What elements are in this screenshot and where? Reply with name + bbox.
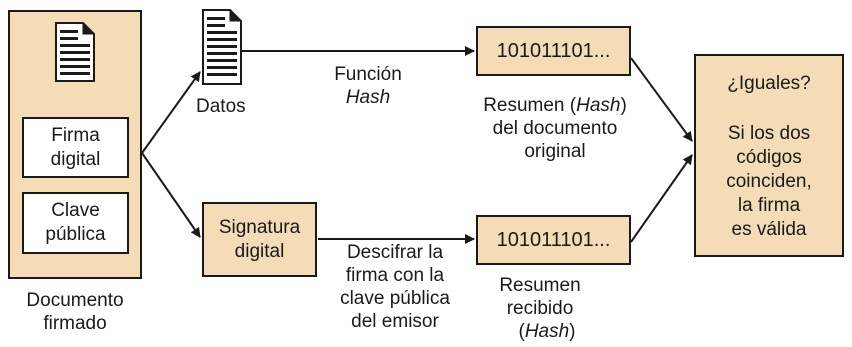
arrow-doc-to-data <box>141 71 201 154</box>
key-label-line1: Clave <box>51 200 100 221</box>
result-box: ¿Iguales? Si los dos códigos coinciden, … <box>694 54 844 257</box>
data-document-icon <box>202 9 242 85</box>
signature-label-line2: digital <box>50 148 101 170</box>
signed-document-caption: Documento firmado <box>26 290 124 334</box>
hash-function-label: Función Hash <box>334 64 402 108</box>
public-key-field: Clave pública <box>22 192 129 254</box>
signature-label-line1: Firma <box>51 124 100 146</box>
data-label: Datos <box>196 96 246 117</box>
arrow-hash-to-result <box>630 57 693 142</box>
original-hash-box: 101011101... <box>476 26 631 76</box>
result-title: ¿Iguales? <box>727 73 811 94</box>
digital-signature-field: Firma digital <box>22 117 129 178</box>
received-hash-box: 101011101... <box>476 215 631 265</box>
original-hash-code: 101011101... <box>496 39 611 62</box>
document-icon <box>55 22 95 82</box>
arrow-received-to-result <box>630 154 693 243</box>
received-hash-caption: Resumen recibido (Hash) <box>499 275 581 342</box>
arrow-doc-to-signature <box>141 152 201 238</box>
key-label-line2: pública <box>45 224 106 245</box>
digital-signature-box: Signatura digital <box>202 202 317 277</box>
received-hash-code: 101011101... <box>496 228 611 251</box>
original-hash-caption: Resumen (Hash) del documento original <box>483 95 627 162</box>
decrypt-caption: Descifrar la firma con la clave pública … <box>340 242 450 332</box>
